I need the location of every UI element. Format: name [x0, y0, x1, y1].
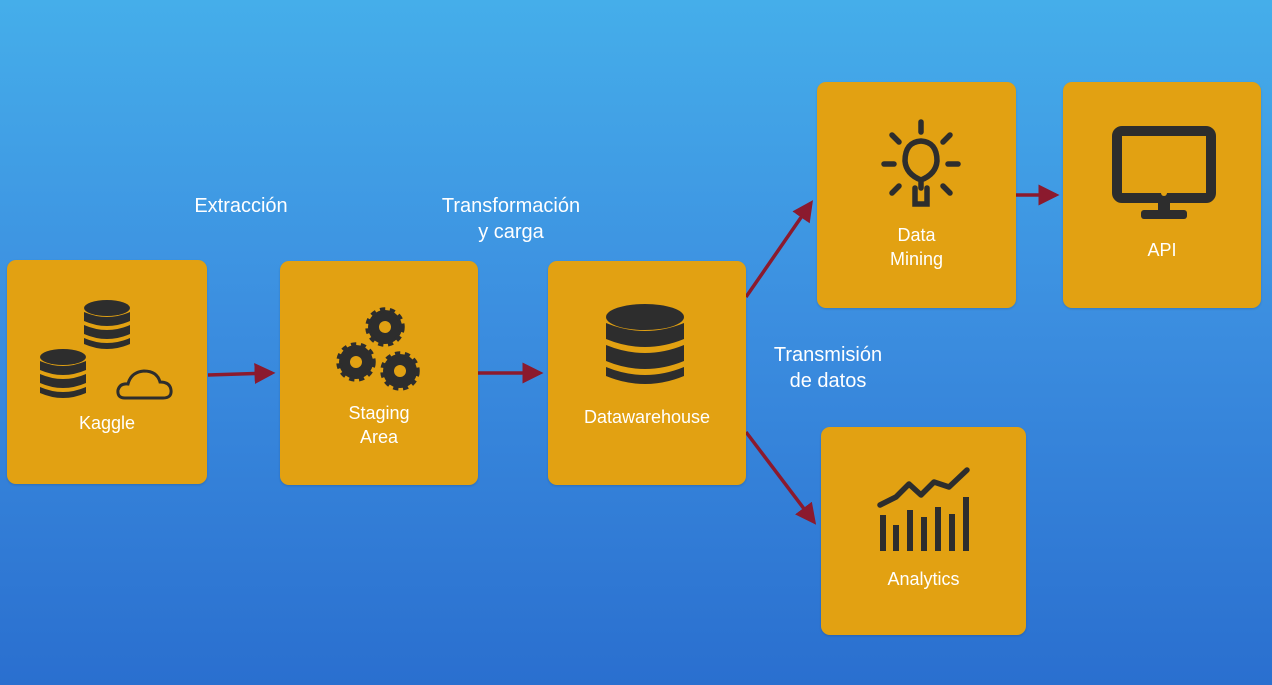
node-label-kaggle: Kaggle	[78, 413, 136, 433]
database-icon	[606, 304, 684, 384]
gears-icon	[336, 307, 420, 391]
node-kaggle: Kaggle	[7, 260, 207, 484]
lightbulb-icon	[881, 119, 961, 207]
node-staging: Staging Area	[280, 261, 478, 485]
step-label-transmission: Transmisión de datos	[773, 344, 883, 392]
arrow-datawarehouse-to-datamining	[744, 200, 813, 298]
node-label-datawarehouse: Datawarehouse	[583, 407, 711, 427]
node-label-staging: Staging Area	[348, 403, 410, 447]
step-label-transformation: Transformación y carga	[441, 195, 581, 243]
node-datawarehouse: Datawarehouse	[548, 261, 746, 485]
step-label-extraction: Extracción	[194, 195, 288, 217]
bar-line-chart-icon	[877, 467, 970, 551]
node-label-api: API	[1147, 240, 1177, 260]
arrow-datawarehouse-to-analytics	[744, 430, 817, 525]
arrow-kaggle-to-staging	[207, 363, 276, 385]
node-datamining: Data Mining	[817, 82, 1016, 308]
monitor-icon	[1112, 126, 1216, 219]
node-analytics: Analytics	[821, 427, 1026, 635]
node-api: API	[1063, 82, 1261, 308]
database-cloud-icon	[40, 300, 173, 400]
node-label-analytics: Analytics	[887, 569, 960, 589]
node-label-datamining: Data Mining	[889, 225, 944, 269]
